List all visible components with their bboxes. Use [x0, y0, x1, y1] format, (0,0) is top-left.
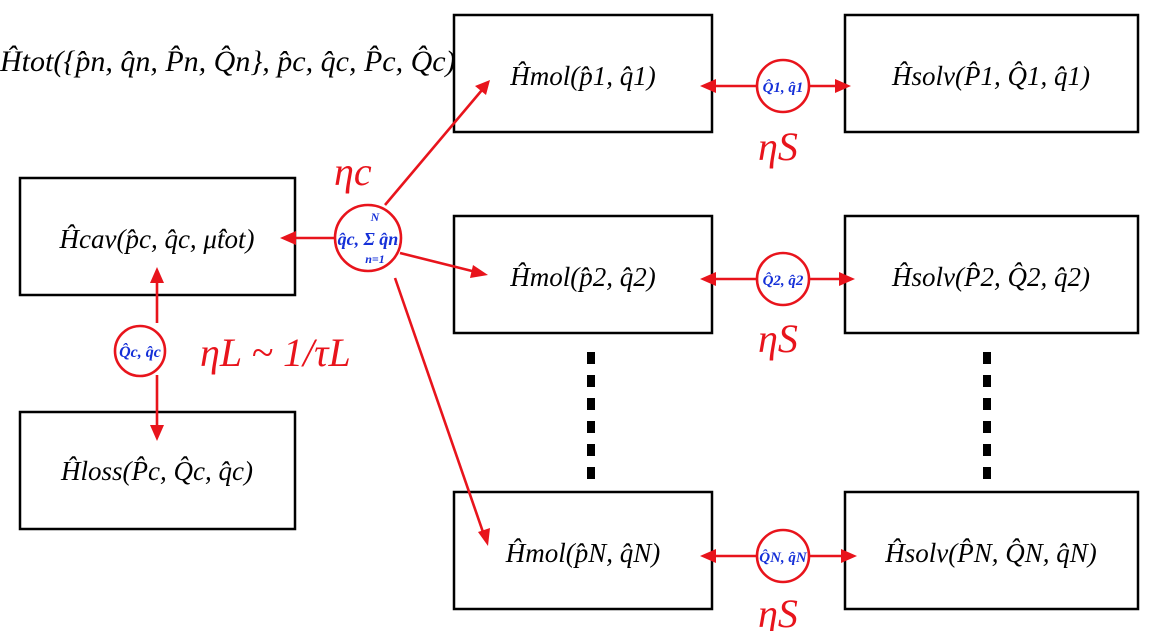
eta-s-label-n: ηS	[758, 591, 798, 631]
eta-l-label: ηL ~ 1/τL	[200, 330, 351, 375]
solvent-node-1: Q̂1, q̂1	[755, 58, 811, 114]
solvent-box-1: Ĥsolv(P̂1, Q̂1, q̂1)	[843, 13, 1140, 134]
solvent-box-2: Ĥsolv(P̂2, Q̂2, q̂2)	[843, 214, 1140, 335]
solvent-hamiltonian-label-2: Ĥsolv(P̂2, Q̂2, q̂2)	[891, 262, 1090, 292]
loss-hamiltonian-label: Ĥloss(P̂c, Q̂c, q̂c)	[60, 456, 253, 486]
eta-s-label-2: ηS	[758, 316, 798, 361]
solvent-node-label-n: Q̂N, q̂N	[759, 548, 808, 566]
connectors	[150, 79, 857, 563]
molecule-box-n: Ĥmol(p̂N, q̂N)	[452, 490, 714, 611]
total-hamiltonian-formula: Ĥtot({p̂n, q̂n, P̂n, Q̂n}, p̂c, q̂c, P̂c…	[0, 45, 456, 78]
hub-sum-upper-limit: N	[370, 210, 381, 224]
hub-node-label: q̂c, Σ q̂n	[338, 229, 399, 249]
molecule-box-2: Ĥmol(p̂2, q̂2)	[452, 214, 714, 335]
cavity-hamiltonian-label: Ĥcav(p̂c, q̂c, μ̂tot)	[59, 224, 255, 254]
molecule-hamiltonian-label-n: Ĥmol(p̂N, q̂N)	[505, 538, 661, 568]
solvent-node-n: Q̂N, q̂N	[755, 528, 811, 584]
molecule-ellipsis	[587, 352, 595, 479]
molecule-hamiltonian-label-2: Ĥmol(p̂2, q̂2)	[509, 262, 655, 292]
solvent-box-n: Ĥsolv(P̂N, Q̂N, q̂N)	[843, 490, 1140, 611]
solvent-ellipsis	[983, 352, 991, 479]
loss-node: Q̂c, q̂c	[113, 324, 167, 378]
molecule-box-1: Ĥmol(p̂1, q̂1)	[452, 13, 714, 134]
molecule-hamiltonian-label-1: Ĥmol(p̂1, q̂1)	[509, 61, 655, 91]
hub-node: q̂c, Σ q̂n N n=1	[333, 203, 403, 273]
solvent-node-label-1: Q̂1, q̂1	[763, 78, 804, 96]
hub-sum-lower-limit: n=1	[365, 252, 385, 266]
solvent-hamiltonian-label-n: Ĥsolv(P̂N, Q̂N, q̂N)	[884, 538, 1097, 568]
eta-s-label-1: ηS	[758, 124, 798, 169]
solvent-node-2: Q̂2, q̂2	[755, 251, 811, 307]
loss-node-label: Q̂c, q̂c	[119, 342, 161, 361]
solvent-node-label-2: Q̂2, q̂2	[763, 271, 804, 289]
solvent-hamiltonian-label-1: Ĥsolv(P̂1, Q̂1, q̂1)	[891, 61, 1090, 91]
eta-c-label: ηc	[334, 149, 372, 194]
